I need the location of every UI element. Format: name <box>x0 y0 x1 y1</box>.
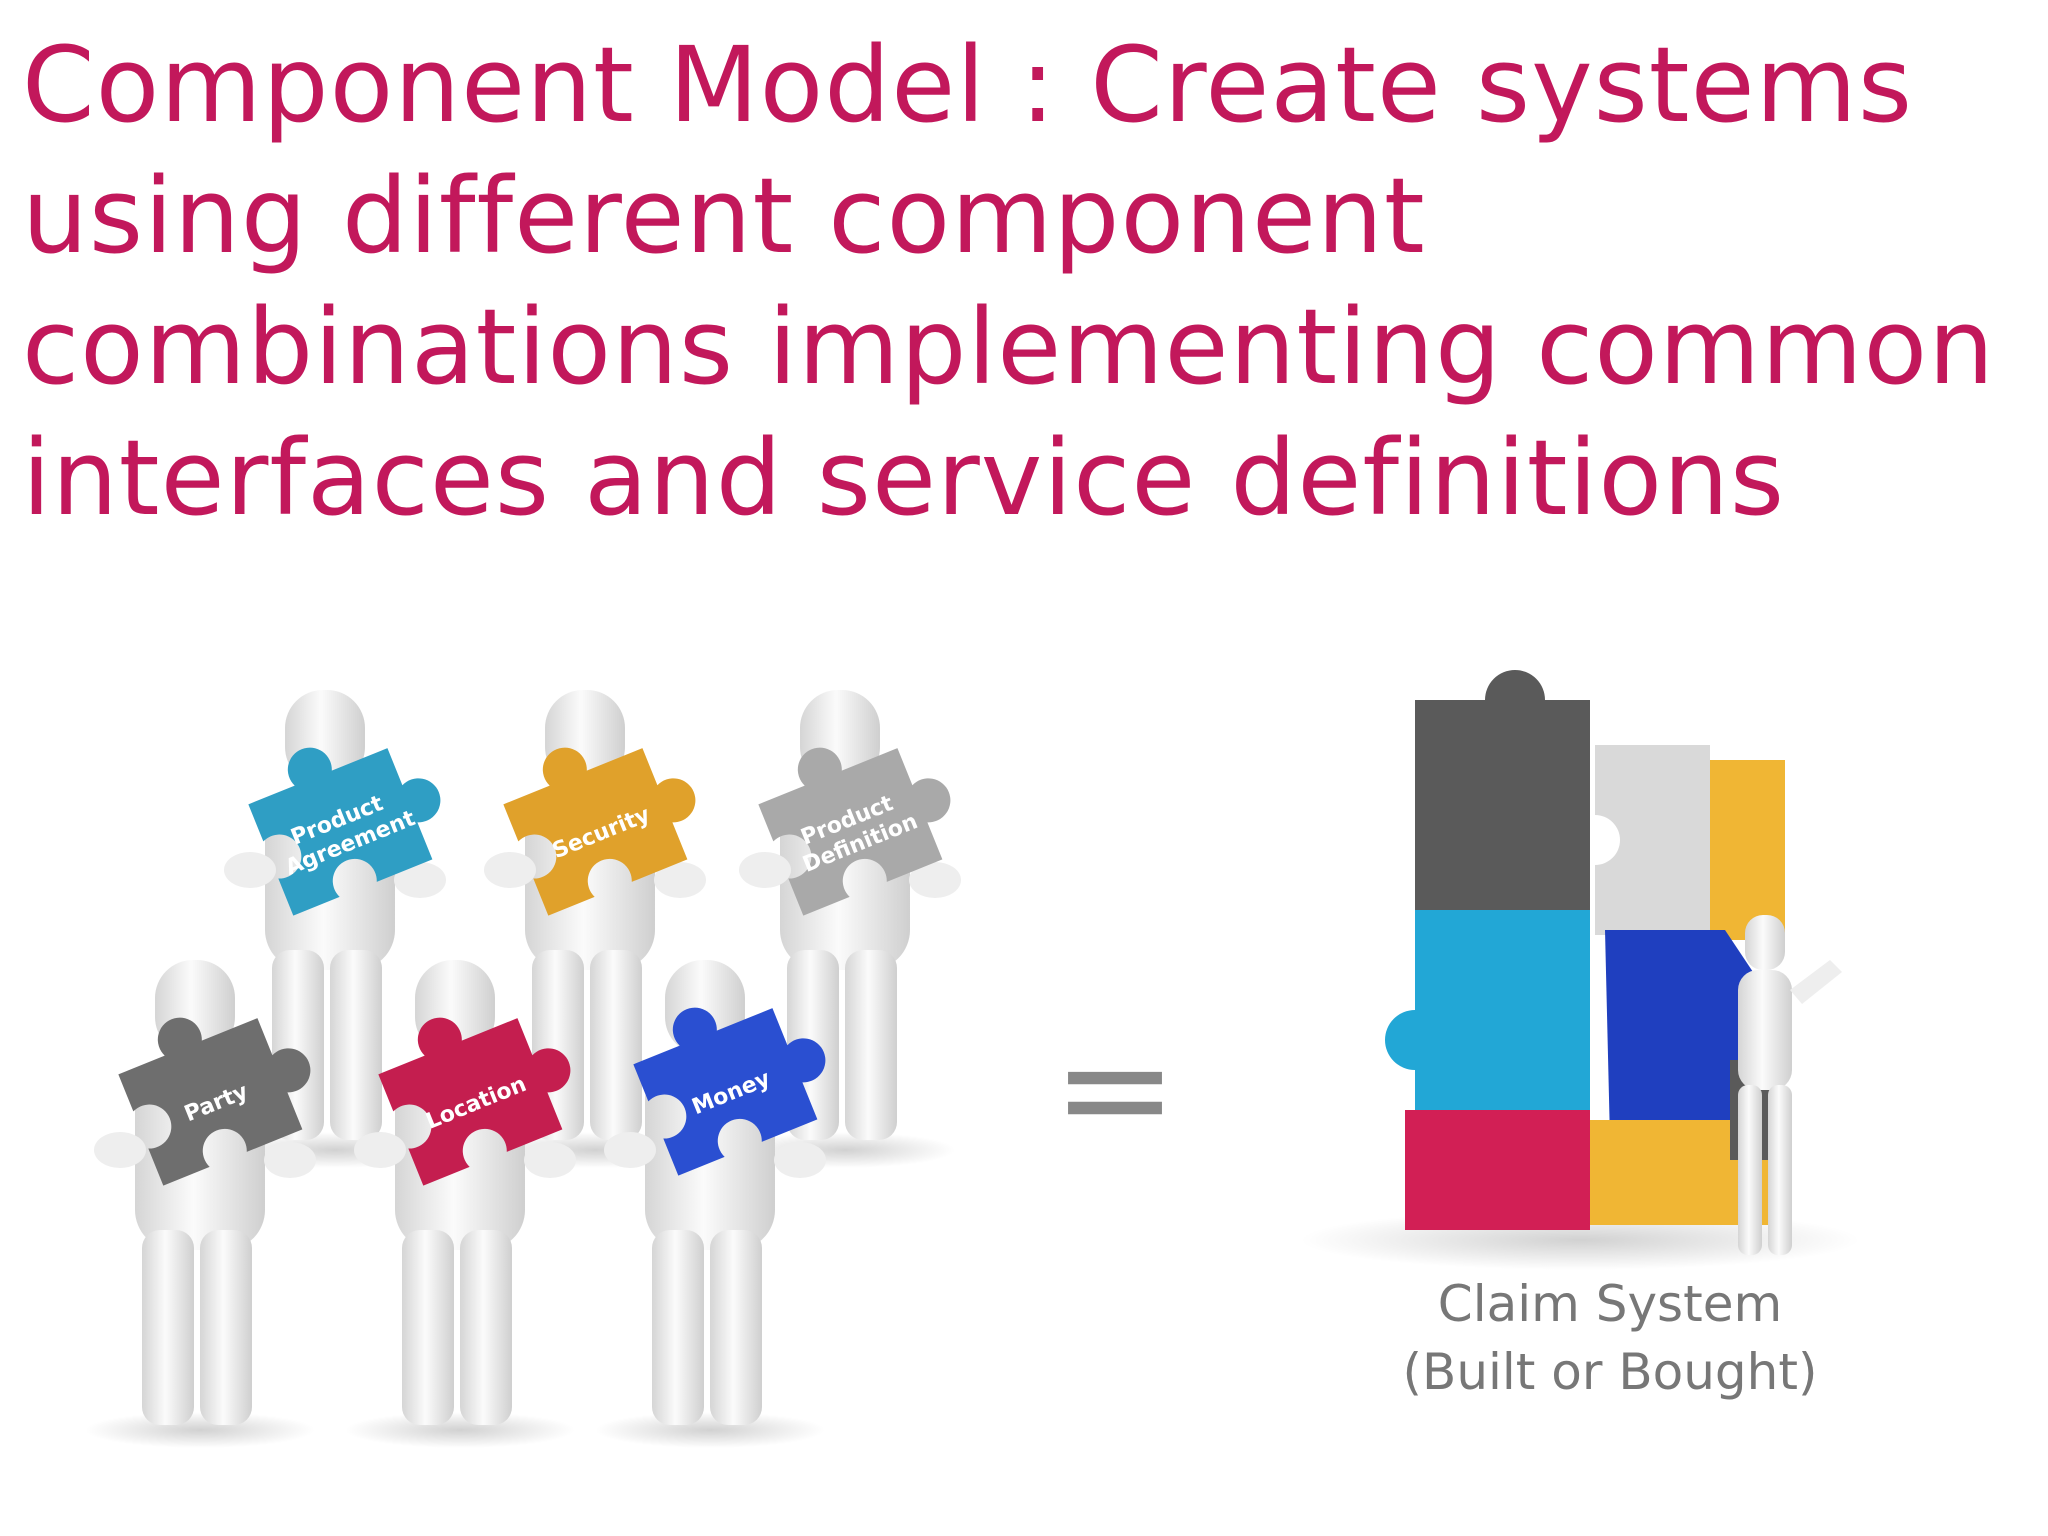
puzzle-piece-money: Money <box>633 1007 826 1176</box>
claim-system-caption: Claim System (Built or Bought) <box>1340 1270 1880 1406</box>
puzzle-piece-location: Location <box>378 1017 571 1186</box>
caption-line-2: (Built or Bought) <box>1402 1343 1818 1401</box>
puzzle-piece-product-agreement: Product Agreement <box>248 747 441 916</box>
assembled-piece-dark-gray <box>1415 670 1590 910</box>
assembled-piece-red <box>1405 1110 1590 1230</box>
assembled-puzzle <box>1300 670 1860 1270</box>
assembled-piece-light-gray <box>1595 745 1710 935</box>
component-model-illustration: Product Agreement Security Product Defin… <box>85 670 1860 1448</box>
assembled-piece-cyan <box>1385 910 1590 1110</box>
assembled-piece-blue <box>1605 930 1765 1140</box>
assembled-figure <box>1738 915 1842 1255</box>
slide-title: Component Model : Create systems using d… <box>22 24 1996 539</box>
equals-sign: = <box>1052 1002 1178 1176</box>
puzzle-piece-security: Security <box>503 747 696 916</box>
assembled-piece-yellow-top <box>1710 760 1785 940</box>
puzzle-piece-party: Party <box>118 1017 311 1186</box>
assembled-piece-yellow-bottom <box>1590 1120 1770 1225</box>
caption-line-1: Claim System <box>1437 1275 1783 1333</box>
